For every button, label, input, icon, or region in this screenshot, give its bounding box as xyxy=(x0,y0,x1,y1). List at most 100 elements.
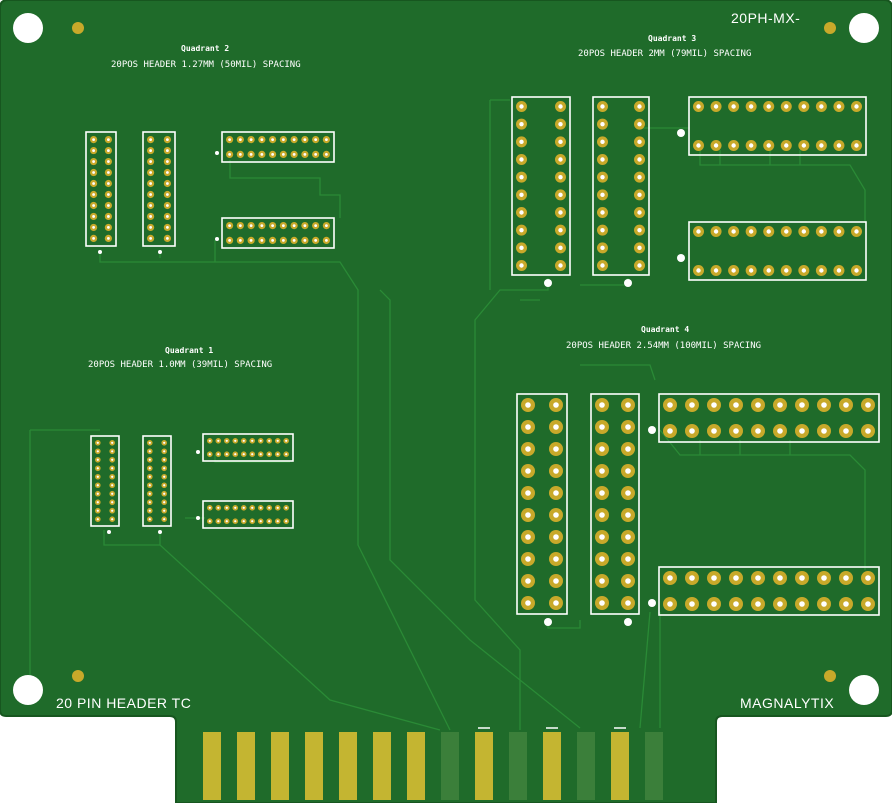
pad-hole xyxy=(92,226,95,229)
pad-hole xyxy=(836,229,842,234)
pad-hole xyxy=(314,138,318,142)
pad-hole xyxy=(251,520,254,523)
pad-hole xyxy=(285,439,288,442)
pad-hole xyxy=(107,171,110,174)
pad-hole xyxy=(149,226,153,229)
pad-hole xyxy=(163,492,166,495)
pad-hole xyxy=(276,439,279,442)
header-outline xyxy=(658,566,880,616)
pad-hole xyxy=(166,226,169,229)
pad-hole xyxy=(766,104,771,109)
pad-hole xyxy=(599,468,605,474)
edge-finger xyxy=(441,732,459,800)
pad-hole xyxy=(249,239,253,242)
pad-hole xyxy=(111,492,114,495)
pad-hole xyxy=(96,441,99,444)
header-outline xyxy=(221,217,335,249)
pad-hole xyxy=(748,229,754,234)
copper-trace xyxy=(699,150,866,222)
pad-hole xyxy=(519,227,524,233)
pad-hole xyxy=(166,237,169,240)
pad-hole xyxy=(303,153,307,156)
pad-hole xyxy=(799,428,805,434)
pad-hole xyxy=(238,138,242,142)
edge-finger xyxy=(339,732,357,800)
pad-hole xyxy=(696,104,701,109)
pad-hole xyxy=(217,439,220,442)
pad-hole xyxy=(238,153,242,156)
pad-hole xyxy=(689,402,695,408)
quadrant-3-subtitle: 20POS HEADER 2MM (79MIL) SPACING xyxy=(578,49,752,59)
pad-hole xyxy=(821,575,827,581)
pad-hole xyxy=(689,428,695,434)
pad-hole xyxy=(276,453,279,456)
pad-hole xyxy=(821,402,827,408)
pad-hole xyxy=(149,215,153,218)
pad-hole xyxy=(625,556,631,562)
pad-hole xyxy=(166,138,169,142)
pad-hole xyxy=(111,484,114,487)
pad-hole xyxy=(854,268,859,273)
pad-hole xyxy=(696,229,701,234)
pad-hole xyxy=(558,210,563,215)
pad-hole xyxy=(519,157,524,162)
copper-trace xyxy=(99,250,451,731)
pad-hole xyxy=(525,402,531,408)
pad-hole xyxy=(600,192,605,198)
edge-finger xyxy=(509,732,527,800)
pad-hole xyxy=(303,224,307,228)
edge-finger xyxy=(577,732,595,800)
pin-1-marker xyxy=(196,516,200,520)
pad-hole xyxy=(713,229,719,234)
pad-hole xyxy=(242,439,245,442)
pad-hole xyxy=(558,157,563,162)
pad-hole xyxy=(733,601,739,607)
pin-1-marker xyxy=(648,599,656,607)
pad-hole xyxy=(854,104,859,109)
pad-hole xyxy=(92,182,95,185)
pad-hole xyxy=(148,441,151,444)
pad-hole xyxy=(637,210,642,215)
pad-hole xyxy=(166,182,169,185)
pad-hole xyxy=(637,192,642,198)
pad-hole xyxy=(111,501,114,504)
pad-hole xyxy=(713,143,719,148)
pad-hole xyxy=(713,104,719,109)
pad-hole xyxy=(731,143,736,148)
pad-hole xyxy=(285,506,288,509)
pin-1-marker xyxy=(196,450,200,454)
pad-hole xyxy=(260,138,264,142)
pad-hole xyxy=(519,210,524,215)
quadrant-1-subtitle: 20POS HEADER 1.0MM (39MIL) SPACING xyxy=(88,360,273,370)
pad-hole xyxy=(637,139,642,145)
pad-hole xyxy=(525,578,531,584)
pad-hole xyxy=(166,171,169,174)
pad-hole xyxy=(637,245,642,251)
header-outline xyxy=(142,131,176,247)
quadrant-1-title: Quadrant 1 xyxy=(165,346,214,355)
pin-1-marker xyxy=(648,426,656,434)
pad-hole xyxy=(325,239,328,242)
pad-hole xyxy=(865,575,871,581)
pad-hole xyxy=(234,506,237,509)
pad-hole xyxy=(217,453,220,456)
pad-hole xyxy=(843,601,849,607)
pad-hole xyxy=(553,512,559,518)
pad-hole xyxy=(553,578,559,584)
pad-hole xyxy=(163,467,166,470)
pad-hole xyxy=(259,439,262,442)
edge-finger xyxy=(543,732,561,800)
pad-hole xyxy=(625,402,631,408)
pad-hole xyxy=(285,520,288,523)
pad-hole xyxy=(228,138,232,142)
pad-hole xyxy=(558,245,563,251)
edge-finger xyxy=(237,732,255,800)
pad-hole xyxy=(242,506,245,509)
pin-1-marker xyxy=(107,530,111,534)
pad-hole xyxy=(637,227,642,233)
pad-hole xyxy=(111,450,114,453)
pad-hole xyxy=(733,428,739,434)
pad-hole xyxy=(553,446,559,452)
pad-hole xyxy=(149,138,153,142)
pad-hole xyxy=(225,453,228,456)
